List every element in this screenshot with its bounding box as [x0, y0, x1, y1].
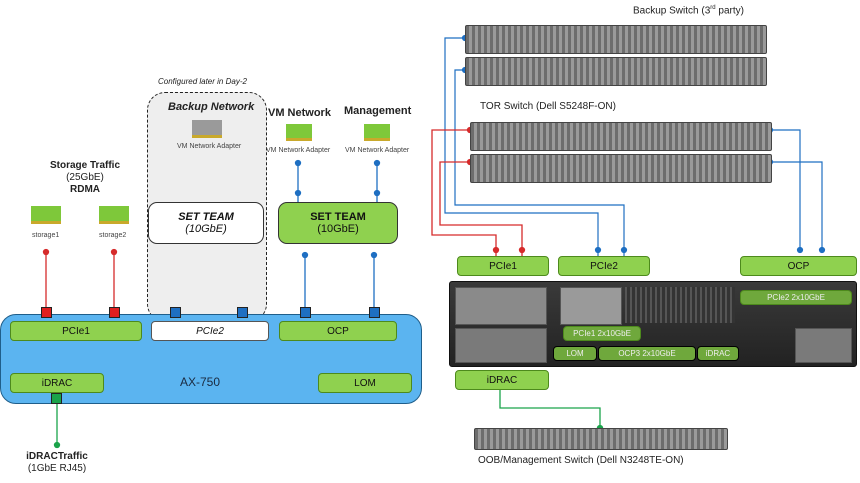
slot-idrac: iDRAC — [10, 373, 104, 393]
nic-card-icon — [364, 124, 390, 141]
idrac-port — [51, 393, 62, 404]
drive-bay — [455, 287, 547, 325]
storage1-label: storage1 — [32, 232, 60, 239]
slot-pcie2: PCIe2 — [151, 321, 269, 341]
server-slot-pcie1: PCIe1 — [457, 256, 549, 276]
storage-title-line2: (25GbE) — [66, 172, 104, 183]
nic-card-icon — [99, 206, 129, 224]
server-slot-pcie2: PCIe2 — [558, 256, 650, 276]
backup-switch-1 — [465, 25, 767, 54]
storage2-port — [109, 307, 120, 318]
server-slot-idrac: iDRAC — [455, 370, 549, 390]
idrac-traffic-label: iDRACTraffic (1GbE RJ45) — [12, 451, 102, 475]
storage2-dot — [110, 248, 118, 256]
nic-card-icon — [31, 206, 61, 224]
slot-ocp: OCP — [279, 321, 397, 341]
vent-grid — [625, 287, 735, 323]
chassis-lom: LOM — [553, 346, 597, 361]
backup-switch-label: Backup Switch (3rd party) — [633, 5, 744, 16]
vm-adapter-label: VM Network Adapter — [266, 147, 331, 154]
tor-switch-label: TOR Switch (Dell S5248F-ON) — [480, 101, 616, 112]
configured-later-label: Configured later in Day-2 — [158, 77, 247, 86]
set-team-backup-speed: (10GbE) — [185, 223, 227, 235]
idrac-traffic-title: iDRACTraffic — [26, 451, 88, 462]
storage1-port — [41, 307, 52, 318]
mgmt-adapter-label: VM Network Adapter — [345, 147, 410, 154]
slot-pcie1: PCIe1 — [10, 321, 142, 341]
storage2-label: storage2 — [99, 232, 127, 239]
psu-right — [795, 328, 852, 363]
storage1-dot — [42, 248, 50, 256]
oob-switch — [474, 428, 728, 450]
set-team-vm-label: SET TEAM — [310, 211, 366, 223]
set-team-vm-speed: (10GbE) — [317, 223, 359, 235]
backup-switch-2 — [465, 57, 767, 86]
slot-lom: LOM — [318, 373, 412, 393]
chassis-pcie2: PCIe2 2x10GbE — [740, 290, 852, 305]
chassis-ocp3: OCP3 2x10GbE — [598, 346, 696, 361]
storage-traffic-title: Storage Traffic (25GbE) RDMA — [40, 160, 130, 196]
drive-bay-2 — [560, 287, 622, 325]
management-title: Management — [344, 105, 412, 117]
server-slot-ocp: OCP — [740, 256, 857, 276]
nic-card-icon — [286, 124, 312, 141]
chassis-pcie1: PCIe1 2x10GbE — [563, 326, 641, 341]
oob-switch-label: OOB/Management Switch (Dell N3248TE-ON) — [478, 455, 684, 466]
set-team-backup-label: SET TEAM — [178, 211, 234, 223]
storage-title-line1: Storage Traffic — [49, 160, 121, 171]
backup-switch-suffix: party) — [715, 5, 744, 17]
pcie2-port-1 — [170, 307, 181, 318]
set-team-backup: SET TEAM (10GbE) — [148, 202, 264, 244]
pcie2-port-2 — [237, 307, 248, 318]
ocp-port-2 — [369, 307, 380, 318]
backup-switch-text: Backup Switch (3 — [633, 5, 711, 17]
chassis-idrac: iDRAC — [697, 346, 739, 361]
nic-card-icon — [192, 120, 222, 138]
backup-switch-sup: rd — [710, 5, 716, 11]
set-team-vm: SET TEAM (10GbE) — [278, 202, 398, 244]
storage-title-line3: RDMA — [70, 184, 100, 195]
backup-vm-adapter-label: VM Network Adapter — [177, 143, 242, 150]
ocp-port-1 — [300, 307, 311, 318]
psu-left — [455, 328, 547, 363]
tor-switch-2 — [470, 154, 772, 183]
server-name: AX-750 — [180, 375, 221, 389]
tor-switch-1 — [470, 122, 772, 151]
vm-network-title: VM Network — [268, 107, 331, 119]
backup-network-title: Backup Network — [168, 101, 255, 113]
idrac-traffic-speed: (1GbE RJ45) — [27, 463, 87, 474]
